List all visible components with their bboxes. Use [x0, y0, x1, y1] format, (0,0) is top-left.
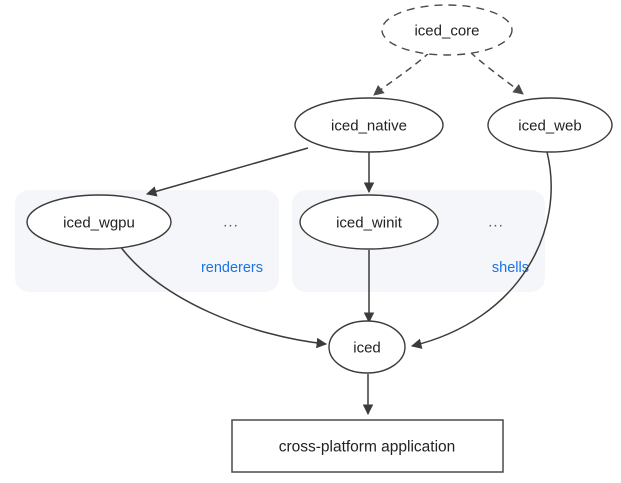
edges-layer	[119, 51, 552, 416]
group-shells-ellipsis: ...	[488, 214, 504, 231]
node-application-label: cross-platform application	[279, 439, 456, 456]
node-iced-web-shape[interactable]	[487, 97, 613, 153]
edge-iced-core-to-iced-web	[469, 51, 524, 95]
group-shells-label: shells	[492, 260, 529, 276]
node-iced-winit[interactable]: iced_winit	[299, 194, 439, 250]
node-iced-wgpu[interactable]: iced_wgpu	[26, 194, 172, 250]
node-iced-winit-shape[interactable]	[299, 194, 439, 250]
node-iced-label: iced	[353, 340, 381, 357]
group-renderers-label: renderers	[201, 260, 263, 276]
node-iced[interactable]: iced	[328, 320, 406, 374]
node-application-shape[interactable]	[231, 419, 504, 473]
node-iced-native-label: iced_native	[331, 118, 407, 135]
edge-iced-web-to-iced	[410, 151, 552, 349]
node-iced-wgpu-shape[interactable]	[26, 194, 172, 250]
edge-iced-native-to-iced-wgpu	[145, 147, 309, 197]
node-iced-native-shape[interactable]	[294, 97, 444, 153]
node-cross-platform-application[interactable]: cross-platform application	[231, 419, 504, 473]
node-iced-wgpu-label: iced_wgpu	[63, 215, 135, 232]
edge-iced-wgpu-to-iced	[119, 245, 328, 349]
node-iced-web-label: iced_web	[518, 118, 581, 135]
node-iced-native[interactable]: iced_native	[294, 97, 444, 153]
group-renderers-ellipsis: ...	[223, 214, 239, 231]
node-iced-core-label: iced_core	[414, 23, 479, 40]
node-iced-core[interactable]: iced_core	[381, 4, 513, 56]
node-iced-core-shape[interactable]	[381, 4, 513, 56]
node-iced-web[interactable]: iced_web	[487, 97, 613, 153]
edge-iced-core-to-iced-native	[373, 51, 431, 96]
node-iced-shape[interactable]	[328, 320, 406, 374]
node-iced-winit-label: iced_winit	[336, 215, 403, 232]
